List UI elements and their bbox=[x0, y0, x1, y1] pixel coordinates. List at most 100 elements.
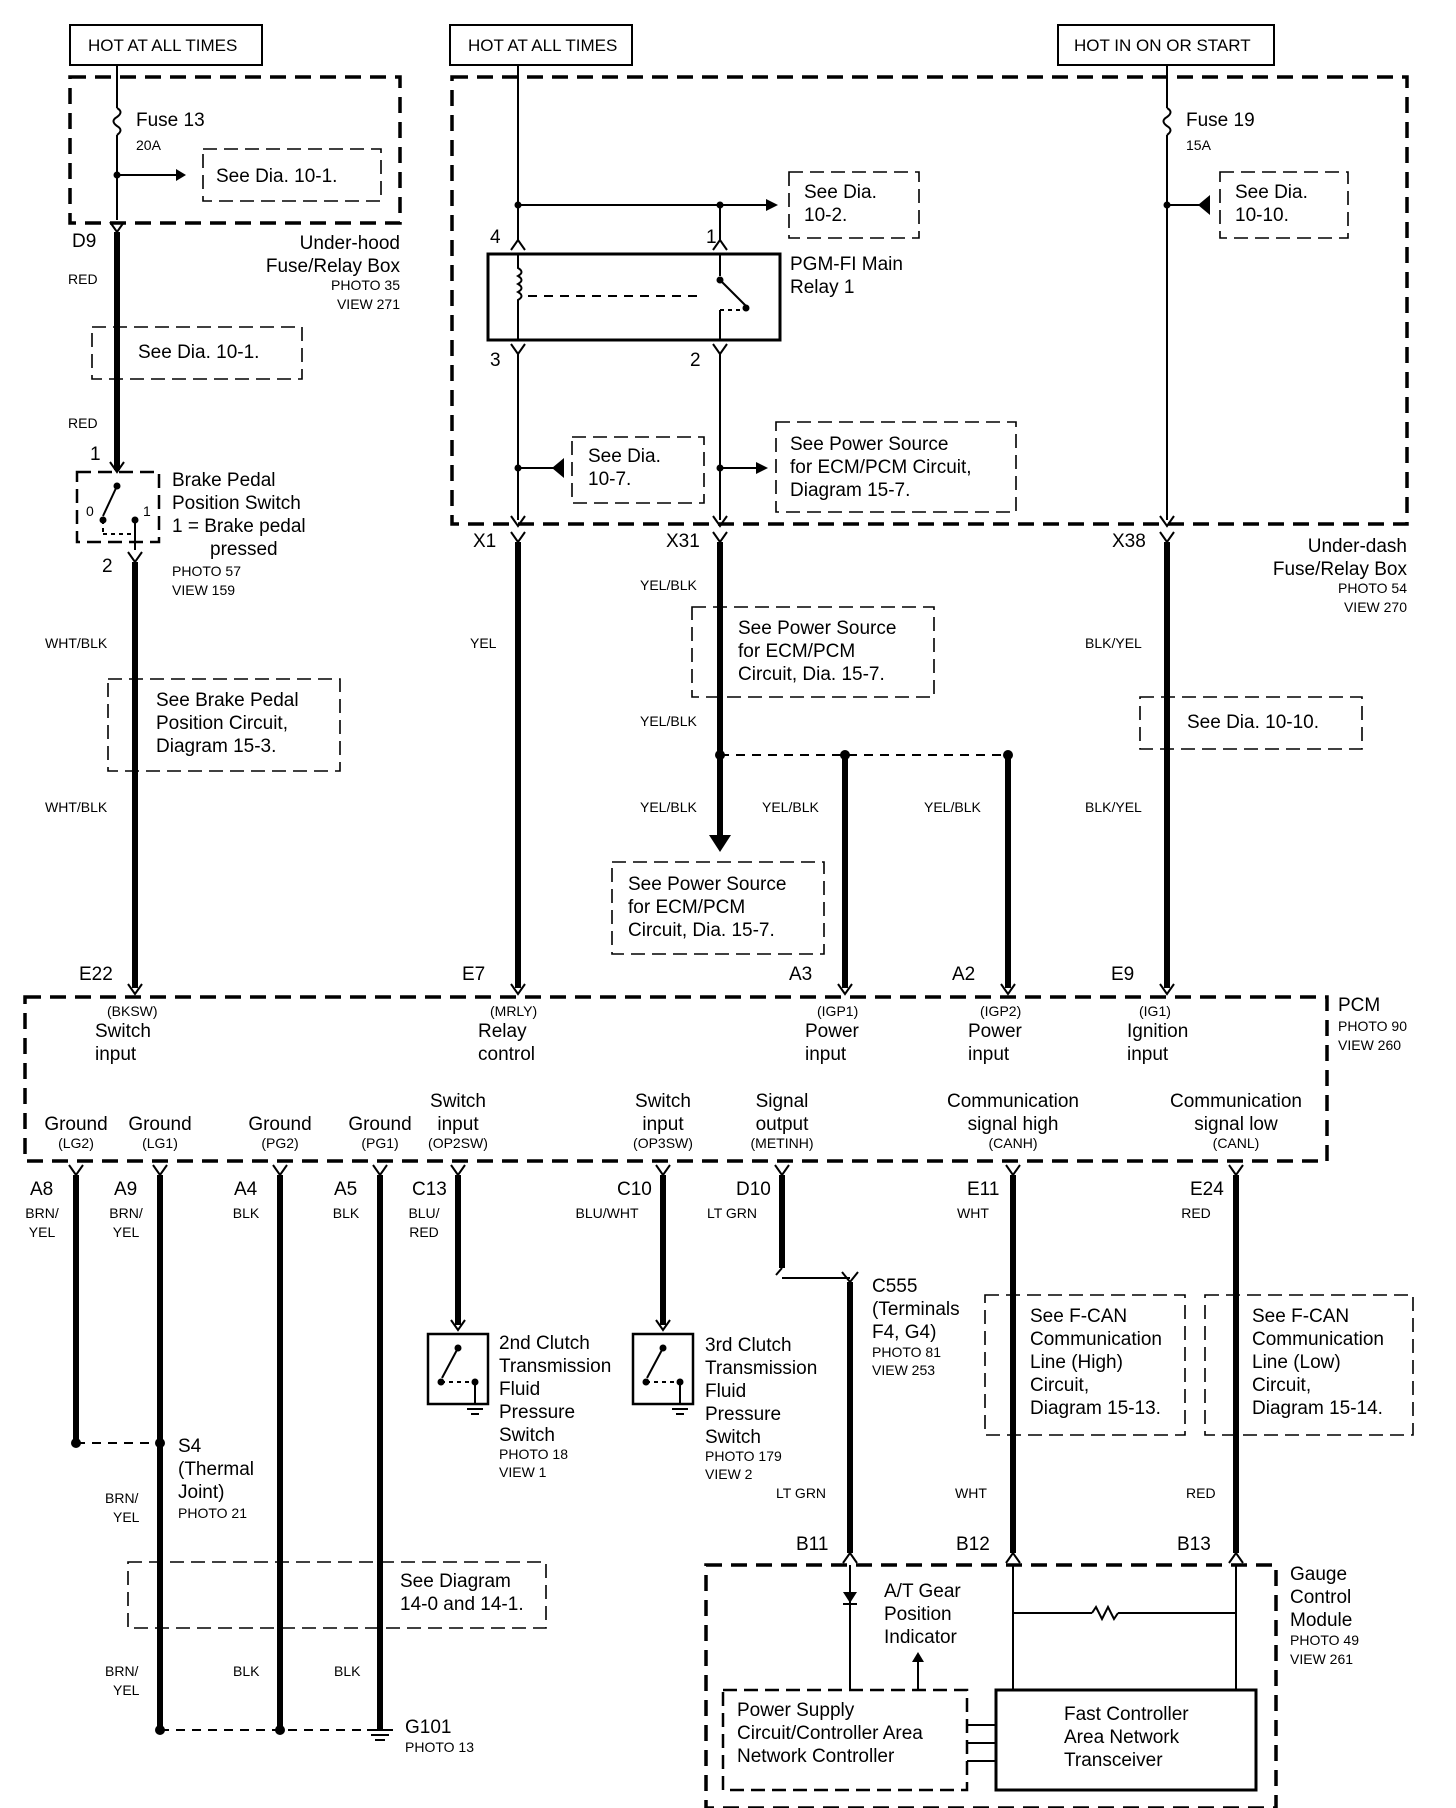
pcm-bottom-func-2: signal low bbox=[1194, 1114, 1278, 1135]
see-power-source-top-1: See Power Source bbox=[790, 434, 948, 455]
pcm-bottom-code: (LG1) bbox=[142, 1135, 178, 1151]
pcm-module bbox=[23, 995, 1329, 1163]
pcm-bottom-connector bbox=[1228, 1164, 1244, 1177]
c555-label: C555 bbox=[872, 1276, 917, 1297]
pcm-photo: PHOTO 90 bbox=[1338, 1018, 1407, 1034]
relay-pin-1: 1 bbox=[706, 227, 717, 248]
2nd-clutch-name-3: Fluid bbox=[499, 1379, 540, 1400]
arrow-icon bbox=[912, 1652, 924, 1662]
see-fcan-low-2: Communication bbox=[1252, 1329, 1384, 1350]
pcm-bottom-connector bbox=[655, 1164, 671, 1177]
brake-switch-pos-1: 1 bbox=[143, 503, 151, 519]
diode-icon bbox=[843, 1592, 857, 1603]
fast-can-label-3: Transceiver bbox=[1064, 1750, 1163, 1771]
gauge-photo: PHOTO 49 bbox=[1290, 1632, 1359, 1648]
brake-switch-view: VIEW 159 bbox=[172, 582, 235, 598]
3rd-clutch-name-3: Fluid bbox=[705, 1381, 746, 1402]
pcm-top-terminal: E9 bbox=[1111, 964, 1134, 985]
pcm-bottom-code: (PG1) bbox=[361, 1135, 398, 1151]
under-hood-name-1: Under-hood bbox=[300, 233, 400, 254]
see-brake-circuit-text-3: Diagram 15-3. bbox=[156, 736, 276, 757]
pcm-top-connector bbox=[1159, 983, 1175, 996]
pcm-top-func-2: control bbox=[478, 1044, 535, 1065]
wire-lt-grn-label-2: LT GRN bbox=[776, 1485, 826, 1501]
psu-label-2: Circuit/Controller Area bbox=[737, 1723, 923, 1744]
pcm-bottom-terminal: A8 bbox=[30, 1179, 53, 1200]
see-fcan-high-ref bbox=[984, 1294, 1186, 1436]
3rd-clutch-name-1: 3rd Clutch bbox=[705, 1335, 792, 1356]
terminal-b12: B12 bbox=[956, 1534, 990, 1555]
hot-in-on-start-label: HOT IN ON OR START bbox=[1074, 36, 1251, 55]
pcm-bottom-wire-1: BRN/ bbox=[109, 1205, 143, 1221]
see-dia-10-10-ref-top bbox=[1219, 171, 1349, 239]
see-dia-10-10-ref-mid bbox=[1139, 696, 1363, 750]
see-dia-10-7-ref bbox=[571, 436, 705, 504]
hot-at-all-times-label-2: HOT AT ALL TIMES bbox=[468, 36, 617, 55]
relay-coil-icon bbox=[515, 254, 523, 340]
wire-yel-blk-label-1: YEL/BLK bbox=[640, 577, 697, 593]
wire-brn-label-s4: BRN/ bbox=[105, 1490, 139, 1506]
pcm-bottom-func-2: input bbox=[642, 1114, 684, 1135]
brake-switch-pin-1: 1 bbox=[90, 444, 101, 465]
s4-thermal-2: Joint) bbox=[178, 1482, 224, 1503]
see-dia-10-2-ref bbox=[788, 171, 920, 239]
g101-label: G101 bbox=[405, 1717, 451, 1738]
pcm-bottom-connector bbox=[774, 1164, 790, 1177]
relay-name-1: PGM-FI Main bbox=[790, 254, 903, 275]
2nd-clutch-name-5: Switch bbox=[499, 1425, 555, 1446]
see-power-source-ref-b bbox=[611, 861, 825, 955]
terminal-b13: B13 bbox=[1177, 1534, 1211, 1555]
fuse-19-symbol bbox=[1162, 107, 1172, 136]
2nd-clutch-view: VIEW 1 bbox=[499, 1464, 547, 1480]
hot-at-all-times-box-2 bbox=[449, 24, 633, 66]
see-diagram-14-text-2: 14-0 and 14-1. bbox=[400, 1594, 524, 1615]
brake-switch-name-1: Brake Pedal bbox=[172, 470, 276, 491]
pcm-bottom-func-1: Communication bbox=[947, 1091, 1079, 1112]
brake-switch-name-4: pressed bbox=[210, 539, 278, 560]
pcm-bottom-code: (CANH) bbox=[989, 1135, 1038, 1151]
pcm-top-code: (BKSW) bbox=[107, 1003, 158, 1019]
pcm-bottom-code: (CANL) bbox=[1213, 1135, 1260, 1151]
see-brake-pedal-circuit-ref bbox=[107, 678, 341, 772]
at-gear-indicator-3: Indicator bbox=[884, 1627, 958, 1648]
pcm-bottom-pins: Ground(LG2)A8BRN/YELGround(LG1)A9BRN/YEL… bbox=[25, 1091, 1302, 1240]
wire-blk-label-a5-g101: BLK bbox=[334, 1663, 361, 1679]
fuse-13-rating: 20A bbox=[136, 137, 162, 153]
pcm-bottom-func-1: Switch bbox=[635, 1091, 691, 1112]
see-dia-10-1-ref-a bbox=[202, 148, 382, 202]
pcm-bottom-terminal: E24 bbox=[1190, 1179, 1224, 1200]
wire-yel-label: YEL bbox=[470, 635, 497, 651]
2nd-clutch-name-1: 2nd Clutch bbox=[499, 1333, 590, 1354]
under-hood-photo: PHOTO 35 bbox=[331, 277, 400, 293]
see-power-source-b-1: See Power Source bbox=[628, 874, 786, 895]
wire-red-label-2: RED bbox=[68, 415, 98, 431]
pcm-bottom-terminal: C10 bbox=[617, 1179, 652, 1200]
see-diagram-14-text-1: See Diagram bbox=[400, 1571, 511, 1592]
pcm-top-func-2: input bbox=[1127, 1044, 1169, 1065]
pcm-top-code: (IG1) bbox=[1139, 1003, 1171, 1019]
see-dia-10-1-text-b: See Dia. 10-1. bbox=[138, 342, 259, 363]
terminal-b11: B11 bbox=[796, 1534, 828, 1555]
see-power-source-b-2: for ECM/PCM bbox=[628, 897, 745, 918]
c555-view: VIEW 253 bbox=[872, 1362, 935, 1378]
pcm-top-func-1: Ignition bbox=[1127, 1021, 1188, 1042]
3rd-clutch-name-2: Transmission bbox=[705, 1358, 817, 1379]
under-hood-name-2: Fuse/Relay Box bbox=[266, 256, 401, 277]
pcm-bottom-func-2: Ground bbox=[348, 1114, 411, 1135]
c555-terminals-2: F4, G4) bbox=[872, 1322, 936, 1343]
gauge-name-1: Gauge bbox=[1290, 1564, 1347, 1585]
see-power-source-ref-top bbox=[775, 421, 1017, 513]
psu-label-3: Network Controller bbox=[737, 1746, 895, 1767]
wire-yel-blk-label-3: YEL/BLK bbox=[640, 799, 697, 815]
see-fcan-high-1: See F-CAN bbox=[1030, 1306, 1127, 1327]
pcm-bottom-wire-1: BLU/ bbox=[408, 1205, 439, 1221]
wire-brn-label-g101: BRN/ bbox=[105, 1663, 139, 1679]
ground-icon bbox=[367, 1729, 393, 1741]
pcm-bottom-func-1: Communication bbox=[1170, 1091, 1302, 1112]
wire-red-label-2: RED bbox=[1186, 1485, 1216, 1501]
pcm-bottom-connector bbox=[450, 1164, 466, 1177]
arrow-icon bbox=[552, 458, 564, 478]
under-hood-view: VIEW 271 bbox=[337, 296, 400, 312]
see-dia-10-2-text-b: 10-2. bbox=[804, 205, 847, 226]
